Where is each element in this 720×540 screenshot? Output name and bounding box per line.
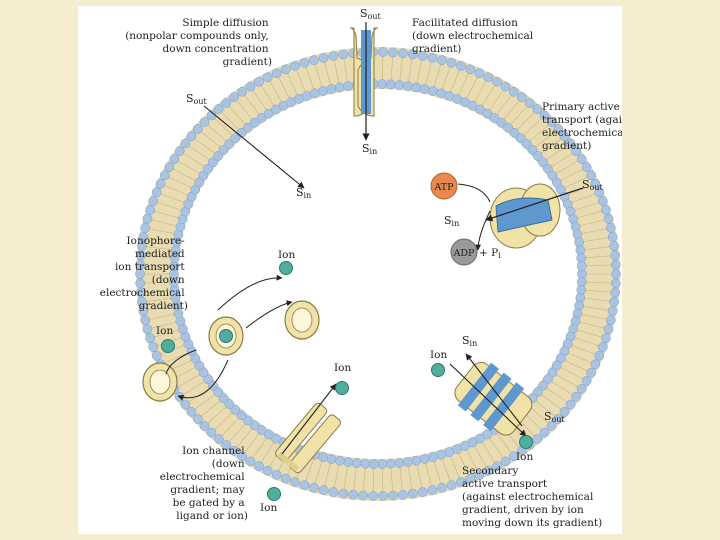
- simple-diffusion-arrow: [203, 105, 305, 189]
- ionophore-caption: Ionophore- mediated ion transport (down …: [100, 235, 188, 312]
- ion-dot: [335, 381, 349, 395]
- primary-active-transporter: [457, 183, 584, 251]
- ion-dot: [267, 487, 281, 501]
- ion-channel-protein: [275, 383, 341, 474]
- ion-channel-ion-inside: Ion: [334, 362, 351, 374]
- atp-molecule: [430, 172, 458, 200]
- ion-dot: [279, 261, 293, 275]
- plus-pi-label: + Pi: [479, 247, 501, 260]
- secondary-active-ion-inside: Ion: [430, 349, 447, 361]
- adp-label: ADP: [453, 248, 475, 259]
- primary-active-caption: Primary active transport (against electr…: [542, 101, 622, 152]
- ion-channel-ion-outside: Ion: [260, 502, 277, 514]
- diagram-frame: Simple diffusion (nonpolar compounds onl…: [78, 6, 622, 534]
- facilitated-diffusion-caption: Facilitated diffusion (down electrochemi…: [412, 17, 536, 55]
- simple-diffusion-caption: Simple diffusion (nonpolar compounds onl…: [125, 17, 272, 68]
- facilitated-diffusion-s-in: Sin: [362, 142, 377, 156]
- ionophore-inside: [284, 300, 320, 340]
- primary-active-s-in: Sin: [444, 214, 459, 228]
- membrane-transport-diagram: Simple diffusion (nonpolar compounds onl…: [100, 7, 622, 529]
- secondary-active-s-out: Sout: [544, 410, 566, 424]
- ionophore-ion-outside: Ion: [156, 325, 173, 337]
- secondary-active-s-in: Sin: [462, 334, 477, 348]
- simple-diffusion-s-out: Sout: [186, 92, 208, 106]
- facilitated-diffusion-protein: [349, 22, 379, 141]
- ionophore-arrows: [165, 274, 293, 401]
- ionophore-ion-inside: Ion: [278, 249, 295, 261]
- secondary-active-caption: Secondary active transport (against elec…: [462, 465, 602, 529]
- ion-dot: [161, 339, 175, 353]
- facilitated-diffusion-s-out: Sout: [360, 7, 382, 21]
- secondary-active-ion-outside: Ion: [516, 451, 533, 463]
- ion-dot: [219, 329, 233, 343]
- ion-channel-caption: Ion channel (down electrochemical gradie…: [160, 445, 248, 522]
- ion-dot: [519, 435, 533, 449]
- ionophore-outside: [142, 362, 178, 402]
- ion-dot: [431, 363, 445, 377]
- adp-molecule: [450, 238, 478, 266]
- simple-diffusion-s-in: Sin: [296, 186, 311, 200]
- atp-label: ATP: [433, 182, 454, 193]
- secondary-active-transporter: [449, 353, 533, 437]
- primary-active-s-out: Sout: [582, 178, 604, 192]
